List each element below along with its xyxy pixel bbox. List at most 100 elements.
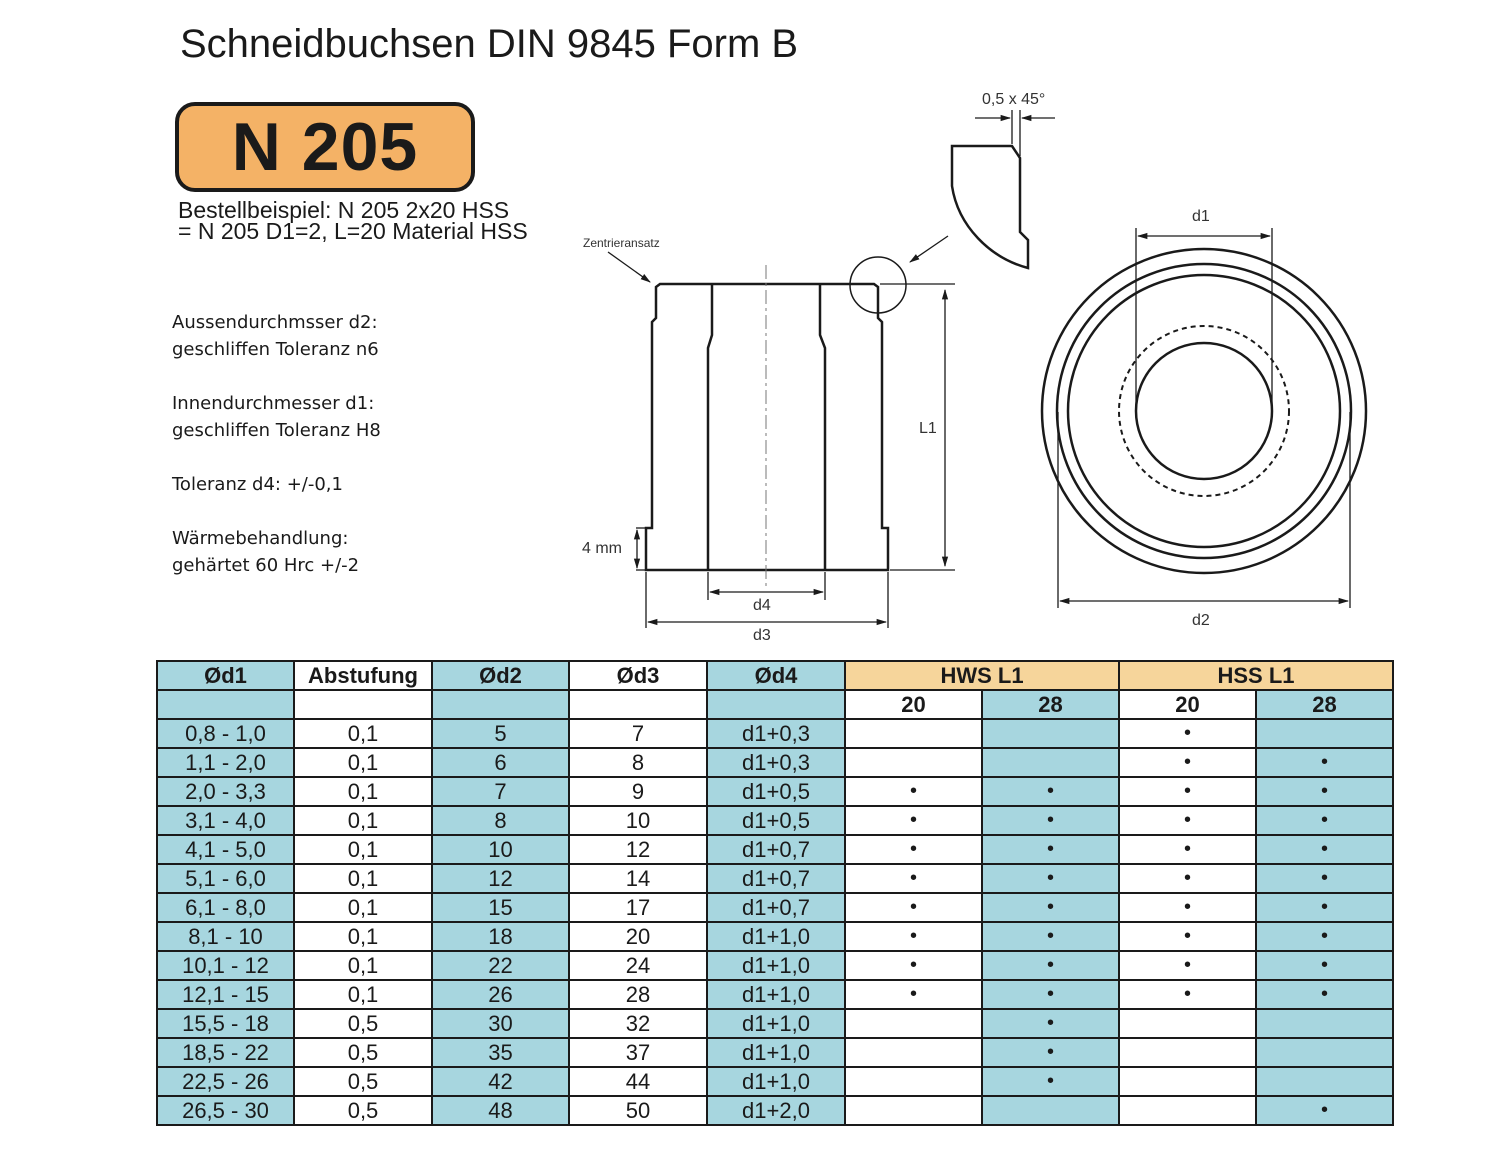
header-blank [568,689,708,720]
cell-hss28: • [1255,834,1394,865]
cell-ab: 0,1 [293,921,433,952]
cell-ab: 0,1 [293,863,433,894]
four-mm-label: 4 mm [582,540,622,557]
cell-d1: 4,1 - 5,0 [156,834,295,865]
cell-d3: 37 [568,1037,708,1068]
cell-hws20: • [844,834,983,865]
spec-label: Wärmebehandlung: [172,528,349,549]
bushing-top-view [1040,247,1368,575]
cell-ab: 0,1 [293,747,433,778]
cell-d3: 32 [568,1008,708,1039]
cell-ab: 0,5 [293,1008,433,1039]
cell-d2: 18 [431,921,570,952]
cell-hss28 [1255,1066,1394,1097]
d1-label: d1 [1192,208,1210,225]
cell-d1: 8,1 - 10 [156,921,295,952]
cell-hss28: • [1255,979,1394,1010]
cell-hws28: • [981,805,1120,836]
cell-hws20: • [844,863,983,894]
cell-hws20 [844,1066,983,1097]
cell-d1: 1,1 - 2,0 [156,747,295,778]
cell-d2: 10 [431,834,570,865]
cell-d4: d1+1,0 [706,1066,846,1097]
d2-label: d2 [1192,612,1210,629]
header-hss-l1: HSS L1 [1118,660,1394,691]
cell-d3: 14 [568,863,708,894]
cell-d4: d1+1,0 [706,1008,846,1039]
cell-ab: 0,1 [293,892,433,923]
cell-hws28: • [981,979,1120,1010]
cell-d3: 20 [568,921,708,952]
cell-ab: 0,5 [293,1095,433,1126]
cell-hws20 [844,1037,983,1068]
cell-hws20: • [844,892,983,923]
cell-hws28: • [981,834,1120,865]
cell-hss28: • [1255,1095,1394,1126]
cell-d2: 15 [431,892,570,923]
header-d2: Ød2 [431,660,570,691]
cell-hws20 [844,747,983,778]
chamfer-label: 0,5 x 45° [982,91,1045,108]
cell-hss28: • [1255,950,1394,981]
cell-hss20: • [1118,950,1257,981]
cell-d2: 7 [431,776,570,807]
cell-hss20: • [1118,921,1257,952]
cell-d1: 0,8 - 1,0 [156,718,295,749]
cell-d3: 28 [568,979,708,1010]
cell-hss28: • [1255,805,1394,836]
header-hss-28: 28 [1255,689,1394,720]
cell-ab: 0,1 [293,805,433,836]
cell-d4: d1+1,0 [706,921,846,952]
order-example: Bestellbeispiel: N 205 2x20 HSS = N 205 … [178,197,528,243]
cell-d1: 10,1 - 12 [156,950,295,981]
cell-hws20: • [844,979,983,1010]
cell-hss20 [1118,1008,1257,1039]
spec-notes: Aussendurchmsser d2: geschliffen Toleran… [172,309,381,606]
cell-hss28: • [1255,776,1394,807]
cell-hss20: • [1118,805,1257,836]
cell-hws28: • [981,863,1120,894]
spec-label: Aussendurchmsser d2: [172,312,378,333]
cell-hss28 [1255,1037,1394,1068]
l1-label: L1 [919,420,937,437]
header-abstufung: Abstufung [293,660,433,691]
cell-d1: 2,0 - 3,3 [156,776,295,807]
cell-d3: 10 [568,805,708,836]
header-hws-20: 20 [844,689,983,720]
cell-hws28 [981,718,1120,749]
cell-ab: 0,5 [293,1066,433,1097]
header-blank [156,689,295,720]
cell-d3: 17 [568,892,708,923]
cell-hws20 [844,1008,983,1039]
cell-ab: 0,1 [293,834,433,865]
cell-d4: d1+0,7 [706,834,846,865]
cell-hss20 [1118,1066,1257,1097]
spec-outer-diameter: Aussendurchmsser d2: geschliffen Toleran… [172,309,381,363]
cell-d1: 26,5 - 30 [156,1095,295,1126]
cell-hws28: • [981,921,1120,952]
cell-hss28: • [1255,863,1394,894]
cell-hws20: • [844,805,983,836]
cell-d2: 22 [431,950,570,981]
product-code: N 205 [231,109,419,185]
cell-d2: 48 [431,1095,570,1126]
cell-d1: 22,5 - 26 [156,1066,295,1097]
cell-ab: 0,1 [293,776,433,807]
cell-d2: 35 [431,1037,570,1068]
cell-hws20: • [844,950,983,981]
cell-d4: d1+2,0 [706,1095,846,1126]
spec-value: gehärtet 60 Hrc +/-2 [172,555,360,576]
spec-tolerance-d4: Toleranz d4: +/-0,1 [172,471,381,498]
order-line-1: Bestellbeispiel: N 205 2x20 HSS [178,197,510,223]
cell-ab: 0,1 [293,979,433,1010]
cell-ab: 0,1 [293,718,433,749]
d3-label: d3 [753,627,771,644]
